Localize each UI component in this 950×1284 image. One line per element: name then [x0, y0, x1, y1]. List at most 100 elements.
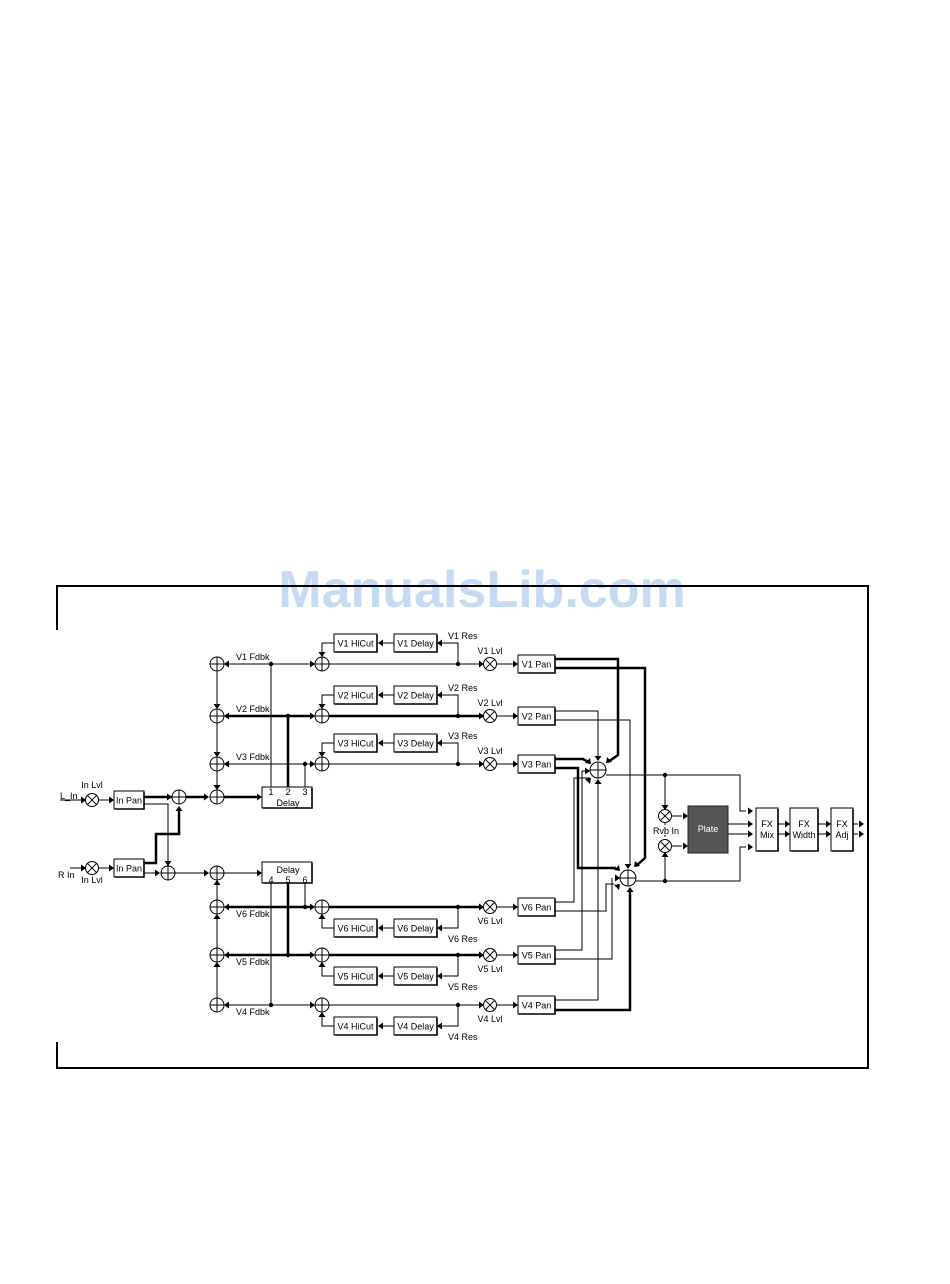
voice-delay-4-shadow [395, 968, 438, 986]
wire [555, 891, 632, 1012]
arrowhead [175, 806, 183, 811]
arrowhead [109, 796, 114, 804]
wire [555, 766, 616, 870]
level-label-3: V6 Lvl [477, 916, 502, 926]
arrowhead [748, 830, 753, 838]
in-pan-r-label: In Pan [116, 864, 142, 874]
in-pan-l-label: In Pan [116, 796, 142, 806]
input-label-l: L_In [60, 791, 78, 801]
arrowhead [378, 691, 383, 699]
input-level-label-l: In Lvl [81, 780, 103, 790]
level-label-1: V2 Lvl [477, 698, 502, 708]
fx-adj-shadow [832, 809, 854, 852]
summing-junction-icon [314, 947, 330, 963]
feedback-label-5: V4 Fdbk [236, 1007, 270, 1017]
arrowhead [213, 752, 221, 757]
pan-2-shadow [519, 756, 556, 774]
multiplier-icon [658, 809, 672, 823]
multiplier-icon [483, 900, 497, 914]
fx-mix-shadow [757, 809, 779, 852]
arrowhead [81, 796, 86, 804]
summer-plus [315, 998, 329, 1012]
arrowhead [785, 830, 790, 838]
res-label-4: V5 Res [448, 982, 478, 992]
pan-0-label: V1 Pan [522, 660, 552, 670]
level-label-5: V4 Lvl [477, 1014, 502, 1024]
summer-plus [315, 709, 329, 723]
voice-delay-3-label: V6 Delay [397, 924, 434, 934]
arrowhead [204, 869, 209, 877]
arrowhead [748, 820, 753, 828]
pan-5-shadow [519, 997, 556, 1015]
summing-junction-icon [314, 899, 330, 915]
arrowhead [318, 704, 326, 709]
hicut-1-shadow [335, 687, 378, 705]
feedback-label-1: V2 Fdbk [236, 704, 270, 714]
summing-junction-icon [209, 997, 225, 1013]
multiplier-x [485, 1000, 495, 1010]
pan-0-shadow [519, 656, 556, 674]
multiplier-icon [483, 657, 497, 671]
wire [441, 955, 459, 977]
arrowhead [213, 704, 221, 709]
hicut-3-shadow [335, 920, 378, 938]
arrowhead [224, 951, 229, 959]
fx-mix-label: FX [761, 819, 773, 829]
res-label-2: V3 Res [448, 731, 478, 741]
arrowhead [748, 843, 753, 851]
wire [555, 770, 586, 951]
summing-junction-icon [209, 899, 225, 915]
arrowhead [634, 861, 640, 867]
summer-plus [315, 948, 329, 962]
multiplier-icon [483, 998, 497, 1012]
arrowhead [318, 914, 326, 919]
hicut-0-label: V1 HiCut [337, 639, 374, 649]
voice-delay-4-label: V5 Delay [397, 972, 434, 982]
arrowhead [683, 812, 688, 820]
in-pan-r-shadow [115, 860, 145, 878]
hicut-2-shadow [335, 735, 378, 753]
arrowhead [310, 1001, 315, 1009]
summing-junction-icon [160, 865, 176, 881]
summing-junction-icon [314, 756, 330, 772]
delay-top-tap: 1 [268, 787, 273, 797]
delay-bottom-tap: 4 [268, 875, 273, 885]
arrowhead [614, 865, 620, 871]
arrowhead [81, 864, 86, 872]
arrowhead [614, 884, 620, 890]
arrowhead [513, 660, 518, 668]
arrowhead [479, 660, 484, 668]
arrowhead [310, 760, 315, 768]
arrowhead [785, 820, 790, 828]
arrowhead [479, 760, 484, 768]
level-label-4: V5 Lvl [477, 964, 502, 974]
summing-junction-icon [209, 756, 225, 772]
arrowhead [378, 924, 383, 932]
arrowhead [661, 805, 669, 810]
voice-delay-1-label: V2 Delay [397, 691, 434, 701]
arrowhead [224, 1001, 229, 1009]
summer-plus [210, 900, 224, 914]
arrowhead [437, 739, 442, 747]
diagram-frame [56, 585, 869, 1069]
multiplier-icon [483, 757, 497, 771]
voice-delay-0-shadow [395, 635, 438, 653]
wire [441, 742, 459, 764]
arrowhead [585, 767, 590, 775]
level-label-2: V3 Lvl [477, 746, 502, 756]
wire [321, 919, 334, 929]
summer-plus [620, 870, 636, 886]
voice-delay-5-shadow [395, 1018, 438, 1036]
wire [441, 642, 459, 664]
summer-plus [315, 757, 329, 771]
wire [321, 742, 334, 752]
wire [555, 757, 591, 765]
arrowhead [213, 914, 221, 919]
summing-junction-icon [209, 789, 225, 805]
pan-5-label: V4 Pan [522, 1001, 552, 1011]
hicut-4-label: V5 HiCut [337, 972, 374, 982]
input-label-r: R In [58, 870, 75, 880]
arrowhead [224, 760, 229, 768]
